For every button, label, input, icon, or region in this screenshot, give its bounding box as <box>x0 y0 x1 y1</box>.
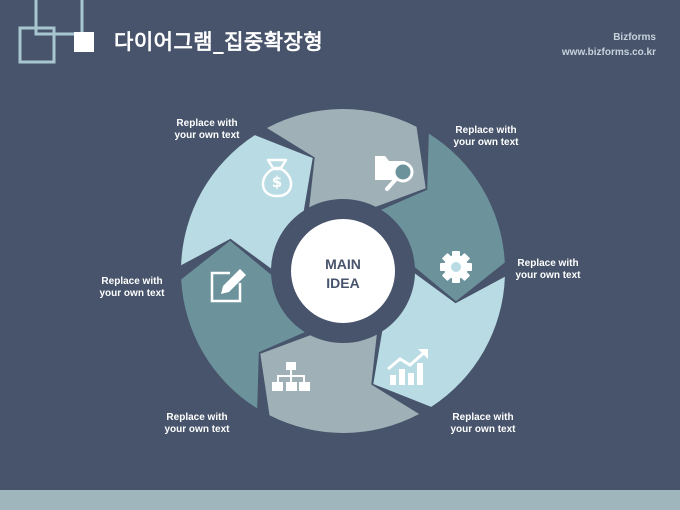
org-chart-icon <box>272 362 310 391</box>
svg-text:$: $ <box>272 173 282 191</box>
segment-label-5: Replace with your own text <box>142 412 252 436</box>
segment-label-1-line1: Replace with <box>176 118 238 129</box>
page-title: 다이어그램_집중확장형 <box>114 30 324 54</box>
segment-label-3: Replace with your own text <box>493 258 603 282</box>
main-idea-label: MAIN IDEA <box>290 255 396 293</box>
logo-squares-icon <box>18 0 94 64</box>
segment-label-4-line2: your own text <box>450 424 516 435</box>
segment-label-3-line2: your own text <box>515 270 581 281</box>
segment-label-6-line1: Replace with <box>101 276 163 287</box>
segment-label-6: Replace with your own text <box>77 276 187 300</box>
segment-label-4-line1: Replace with <box>452 412 514 423</box>
center-disc <box>291 219 395 323</box>
cycle-segment-4 <box>260 334 420 433</box>
segment-label-3-line1: Replace with <box>517 258 579 269</box>
folder-search-icon <box>375 156 414 191</box>
segment-label-6-line2: your own text <box>99 288 165 299</box>
segment-label-4: Replace with your own text <box>428 412 538 436</box>
cycle-segment-2 <box>381 133 505 302</box>
brand-info: Bizforms www.bizforms.co.kr <box>562 30 656 60</box>
segment-label-1-line2: your own text <box>174 130 240 141</box>
segment-label-2: Replace with your own text <box>431 125 541 149</box>
brand-name: Bizforms <box>613 32 656 43</box>
segment-label-5-line2: your own text <box>164 424 230 435</box>
money-bag-icon: $ <box>261 158 293 198</box>
brand-url: www.bizforms.co.kr <box>561 47 656 58</box>
edit-note-icon <box>210 269 246 303</box>
footer-bar <box>0 490 680 510</box>
segment-label-5-line1: Replace with <box>166 412 228 423</box>
segment-label-2-line1: Replace with <box>455 125 517 136</box>
segment-label-1: Replace with your own text <box>152 118 262 142</box>
cycle-segment-1 <box>266 109 426 208</box>
segment-label-2-line2: your own text <box>453 137 519 148</box>
gear-icon <box>440 251 472 283</box>
cycle-segment-3 <box>373 273 505 407</box>
main-idea-line1: MAIN <box>325 256 361 272</box>
growth-chart-icon <box>387 349 428 385</box>
main-idea-line2: IDEA <box>326 275 360 291</box>
